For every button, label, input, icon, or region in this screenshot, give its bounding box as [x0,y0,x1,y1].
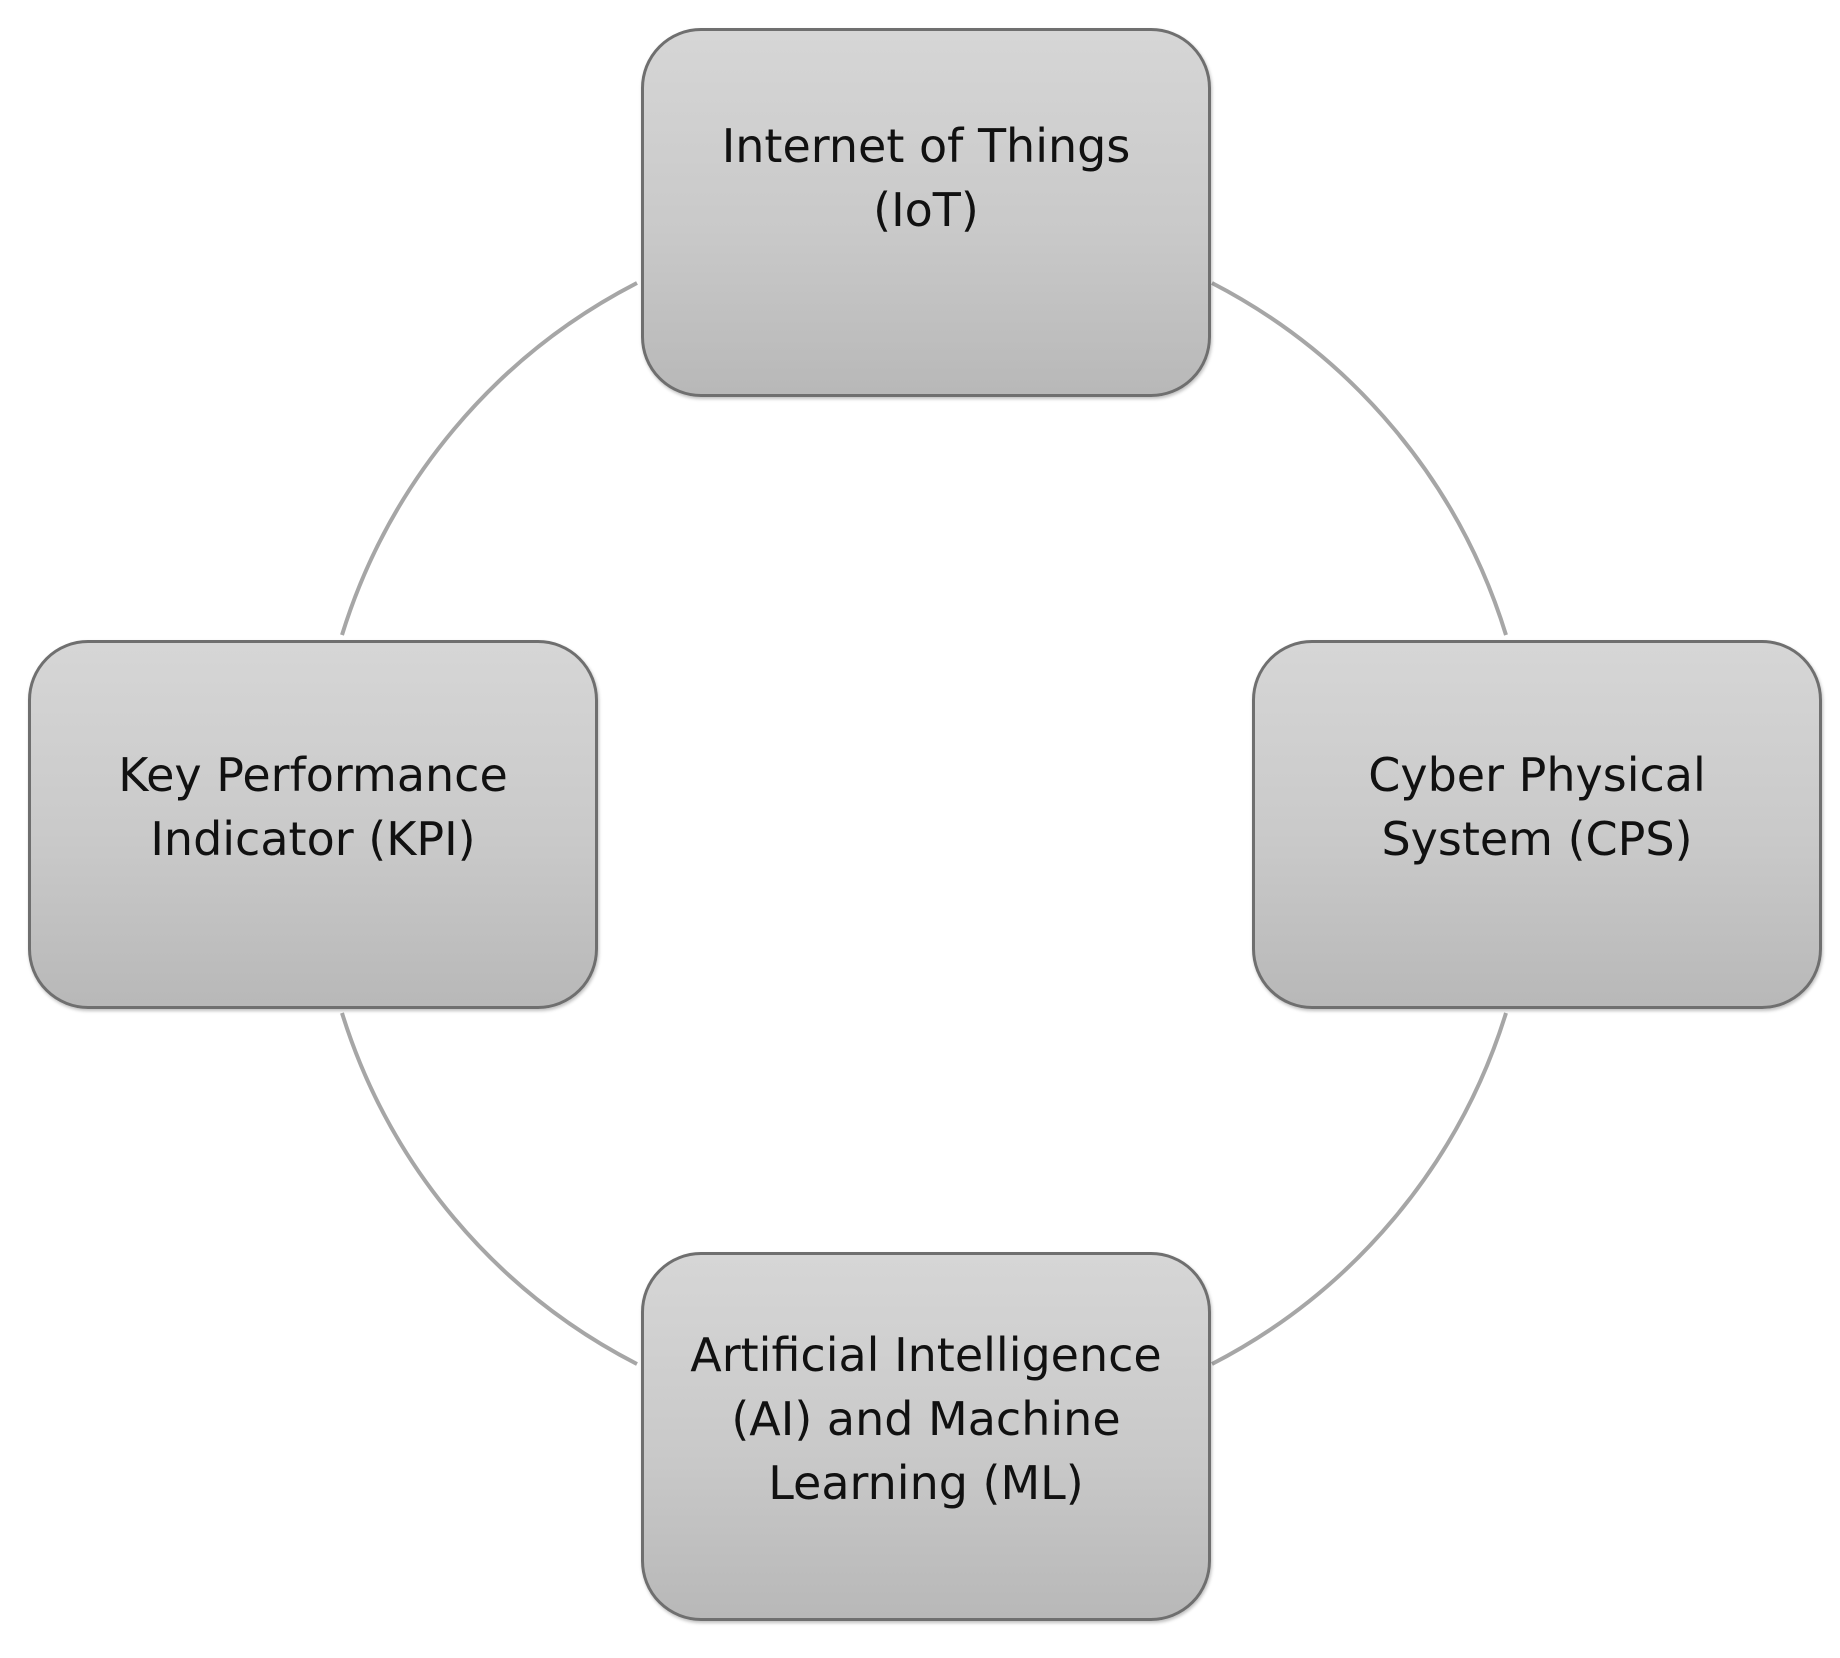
connector-iot-to-cps [1211,281,1508,636]
node-label-ai-ml: Artificial Intelligence (AI) and Machine… [690,1327,1162,1510]
node-cyber-physical-system: Cyber Physical System (CPS) [1252,640,1822,1009]
node-label-kpi: Key Performance Indicator (KPI) [118,747,508,866]
node-key-performance-indicator: Key Performance Indicator (KPI) [28,640,598,1009]
connector-cps-to-ai [1211,1012,1508,1366]
node-internet-of-things: Internet of Things (IoT) [641,28,1211,397]
connector-ai-to-kpi [340,1012,638,1366]
node-label-cps: Cyber Physical System (CPS) [1368,747,1706,866]
connector-kpi-to-iot [340,281,638,636]
node-label-iot: Internet of Things (IoT) [721,118,1131,237]
node-ai-and-machine-learning: Artificial Intelligence (AI) and Machine… [641,1252,1211,1621]
